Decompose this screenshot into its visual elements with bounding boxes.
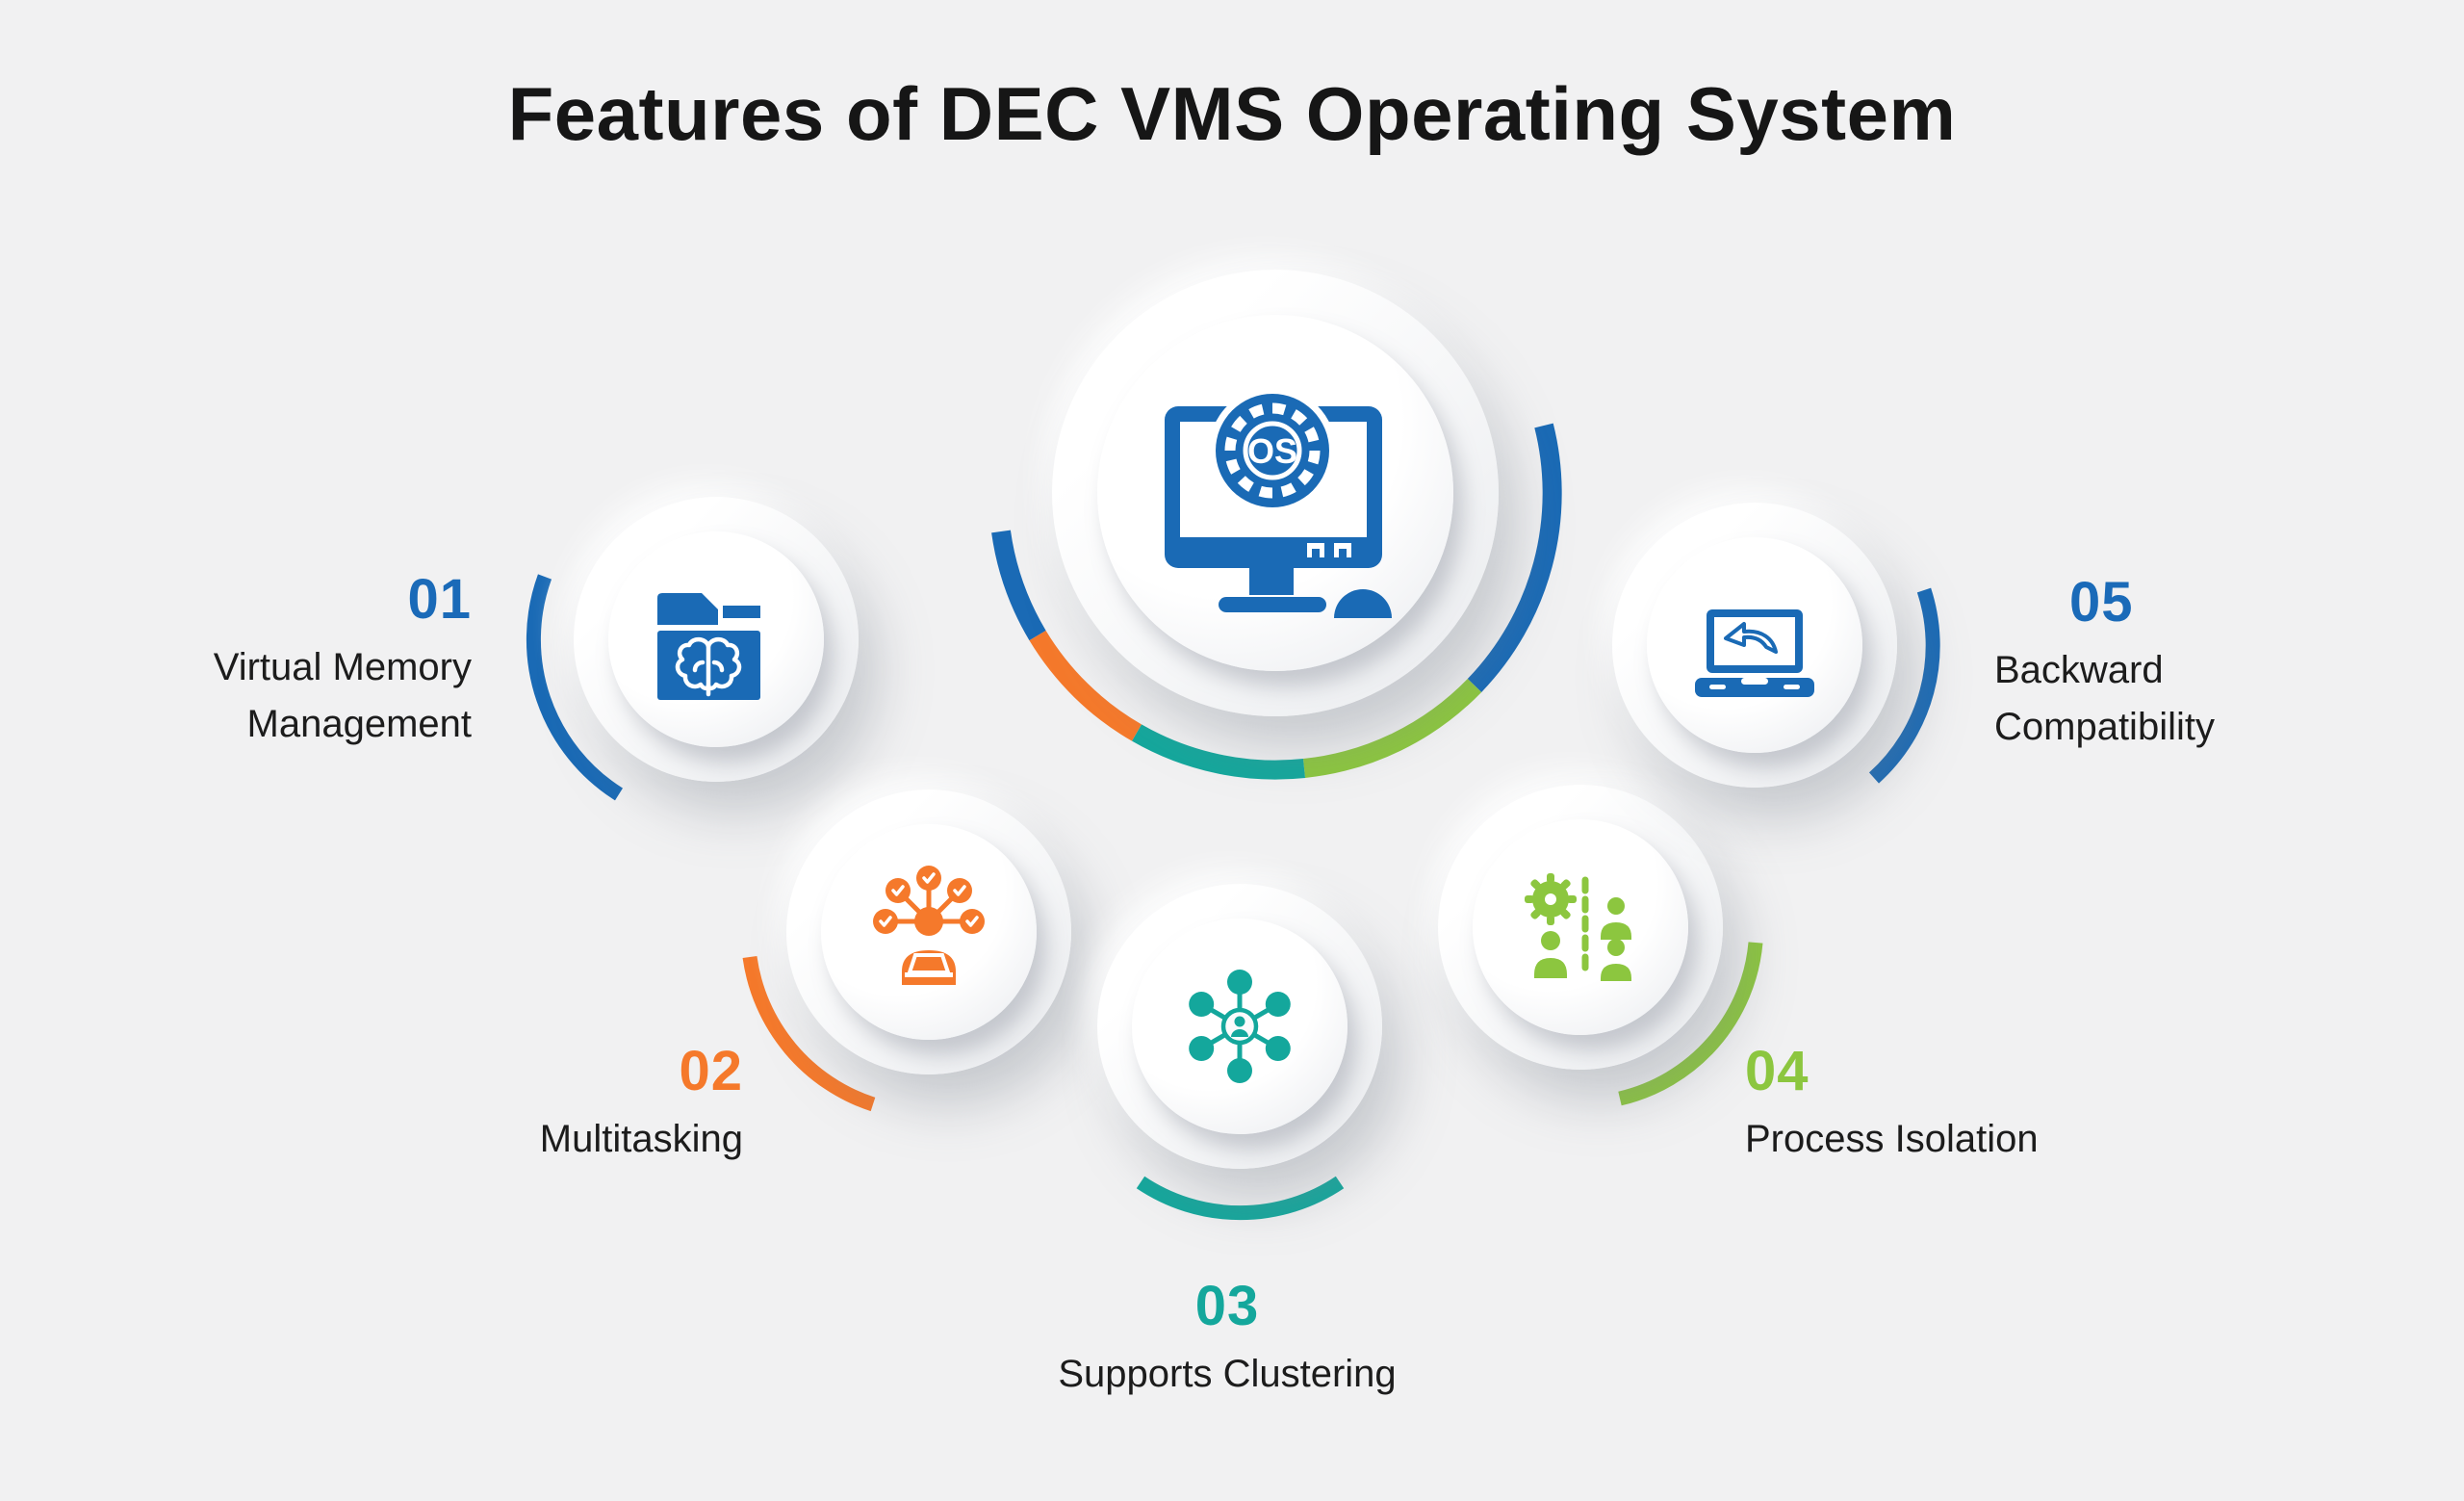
feature-number-1: 01: [407, 568, 472, 631]
feature-label-2: Multitasking: [539, 1118, 743, 1160]
clustering-icon: [1189, 970, 1291, 1083]
os-label: OS: [1247, 431, 1297, 471]
circle-center-inner: OS: [1097, 315, 1453, 671]
circle-02-inner: [821, 824, 1037, 1040]
feature-item-2: 02 Multitasking: [540, 1044, 743, 1168]
feature-item-5: 05 Backward Compatibility: [1994, 575, 2215, 756]
feature-number-2: 02: [679, 1040, 743, 1102]
backward-compatibility-icon: [1695, 609, 1814, 697]
feature-item-4: 04 Process Isolation: [1745, 1044, 2039, 1168]
feature-label-3: Supports Clustering: [1058, 1353, 1397, 1395]
circle-01: [574, 497, 859, 782]
circle-01-inner: [608, 531, 824, 747]
center-ring-segment-teal: [1132, 724, 1306, 780]
os-monitor-icon: OS: [1165, 387, 1392, 618]
feature-label-1: Virtual Memory Management: [213, 646, 472, 745]
multitasking-icon: [873, 866, 985, 985]
feature-label-4: Process Isolation: [1745, 1118, 2039, 1160]
feature-number-3: 03: [1194, 1275, 1260, 1337]
circle-03-inner: [1132, 919, 1348, 1134]
page-title: Features of DEC VMS Operating System: [507, 71, 1957, 156]
circle-04: [1438, 785, 1723, 1070]
arc-03: [1136, 1176, 1345, 1221]
feature-label-5: Backward Compatibility: [1994, 649, 2215, 748]
feature-number-4: 04: [1745, 1040, 1810, 1102]
process-isolation-icon: [1525, 873, 1631, 981]
feature-number-5: 05: [2069, 571, 2134, 634]
circle-05-inner: [1647, 537, 1862, 753]
feature-item-1: 01 Virtual Memory Management: [214, 572, 472, 753]
center-ring-segment-blue-left: [991, 530, 1046, 641]
memory-folder-brain-icon: [657, 593, 760, 700]
circle-05: [1612, 503, 1897, 788]
circle-center: OS: [1052, 270, 1499, 716]
feature-item-3: 03 Supports Clustering: [1058, 1279, 1396, 1403]
circle-04-inner: [1473, 819, 1688, 1035]
circle-02: [786, 789, 1071, 1074]
circle-03: [1097, 884, 1382, 1169]
